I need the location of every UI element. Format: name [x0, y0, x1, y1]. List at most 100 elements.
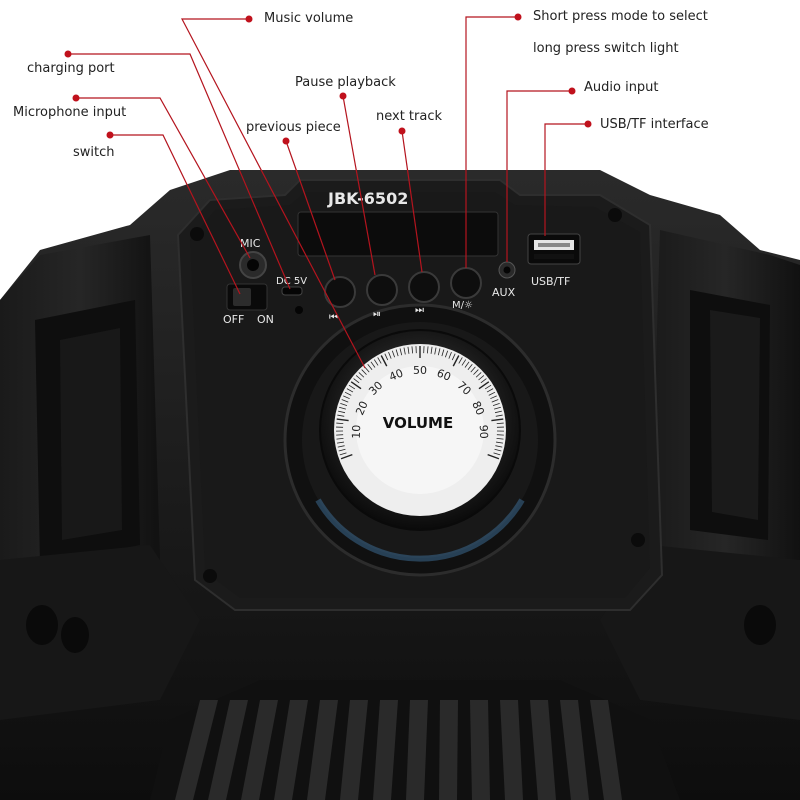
aux-label: AUX: [492, 286, 516, 299]
dial-tick: [384, 353, 389, 361]
dial-tick: [426, 346, 429, 354]
grille-fin: [208, 700, 248, 800]
dial-tick: [361, 369, 367, 375]
grille-fin: [175, 700, 218, 800]
dial-tick: [490, 395, 497, 400]
dial-tick: [336, 418, 349, 422]
leader-microphone: [76, 97, 251, 259]
label-audio-input: Audio input: [584, 80, 659, 95]
model-name: JBK-6502: [327, 189, 408, 208]
grille-fin: [530, 700, 556, 800]
dial-tick: [461, 359, 467, 366]
leader-music-volume: [181, 18, 366, 369]
label-microphone-input: Microphone input: [13, 105, 127, 120]
grille-fin: [373, 700, 398, 800]
next-symbol: ⏭: [415, 305, 424, 316]
dial-tick: [341, 399, 349, 403]
dial-tick: [495, 441, 504, 444]
dial-tick: [336, 422, 344, 425]
dial-tick: [340, 453, 353, 460]
label-previous-piece: previous piece: [246, 120, 341, 135]
dial-tick: [478, 381, 490, 390]
grille-fin: [590, 700, 622, 800]
grille-fin: [340, 700, 368, 800]
dial-tick: [493, 452, 501, 456]
dial-number: 50: [413, 364, 427, 377]
leader-previous: [285, 140, 336, 281]
label-next-track: next track: [376, 109, 443, 124]
leader-usb: [544, 123, 588, 236]
dial-tick: [495, 414, 503, 417]
label-charging-port: charging port: [27, 61, 115, 76]
dial-tick: [494, 410, 502, 414]
dial-tick: [437, 348, 441, 356]
dial-tick: [343, 395, 350, 400]
dial-tick: [358, 372, 365, 378]
label-mode-select: Short press mode to select: [533, 9, 708, 24]
dial-tick: [470, 366, 476, 373]
prev-symbol: ⏮: [329, 312, 338, 323]
dial-tick: [340, 402, 348, 406]
grille-fin: [274, 700, 308, 800]
dial-tick: [350, 381, 362, 390]
volume-label: VOLUME: [383, 414, 453, 432]
play-symbol: ⏯: [373, 309, 381, 320]
dial-number: 60: [435, 366, 453, 383]
on-label: ON: [257, 313, 274, 326]
dial-number: 90: [477, 425, 490, 439]
leader-charging-port: [68, 53, 291, 290]
dial-tick: [452, 355, 460, 367]
dial-number: 40: [387, 366, 405, 383]
grille-fin: [406, 700, 428, 800]
leader-audio-input: [506, 90, 572, 262]
grille-fin: [470, 700, 490, 800]
label-music-volume: Music volume: [264, 11, 354, 26]
dial-tick: [411, 346, 414, 354]
dc-label: DC 5V: [276, 276, 307, 287]
dial-tick: [494, 448, 502, 452]
dial-tick: [496, 437, 504, 440]
dial-tick: [478, 375, 485, 381]
dial-tick: [348, 384, 356, 390]
dial-tick: [339, 452, 347, 456]
dial-tick: [336, 441, 345, 444]
dial-tick: [448, 351, 452, 359]
volume-tick-marks: [336, 346, 504, 460]
label-usb-tf-interface: USB/TF interface: [600, 117, 709, 132]
dial-tick: [373, 359, 379, 366]
dial-tick: [480, 378, 487, 384]
speaker-grille: [150, 680, 680, 800]
dial-tick: [484, 384, 492, 390]
dial-tick: [496, 422, 504, 425]
dial-tick: [367, 364, 373, 370]
leader-dots: [64, 13, 592, 145]
dial-tick: [336, 437, 344, 440]
dial-number: 80: [469, 399, 487, 417]
mic-label: MIC: [240, 237, 261, 250]
dial-tick: [491, 399, 499, 403]
dial-tick: [355, 375, 362, 381]
dial-tick: [467, 364, 473, 370]
dial-tick: [339, 406, 346, 410]
dial-tick: [430, 346, 433, 354]
dial-tick: [491, 418, 504, 422]
dial-tick: [337, 414, 345, 417]
dial-tick: [441, 349, 445, 357]
label-pause-playback: Pause playback: [295, 75, 396, 90]
dial-tick: [495, 445, 503, 448]
leader-lines: [68, 16, 588, 369]
leader-pause: [342, 95, 376, 276]
dial-tick: [380, 355, 388, 367]
mode-symbol: M/☼: [452, 300, 473, 311]
grille-fin: [500, 700, 523, 800]
dial-tick: [492, 402, 500, 406]
dial-tick: [494, 406, 501, 410]
dial-tick: [488, 391, 496, 396]
grille-fin: [307, 700, 338, 800]
dial-tick: [391, 350, 395, 358]
dial-number: 10: [350, 425, 363, 439]
dial-tick: [458, 357, 463, 364]
